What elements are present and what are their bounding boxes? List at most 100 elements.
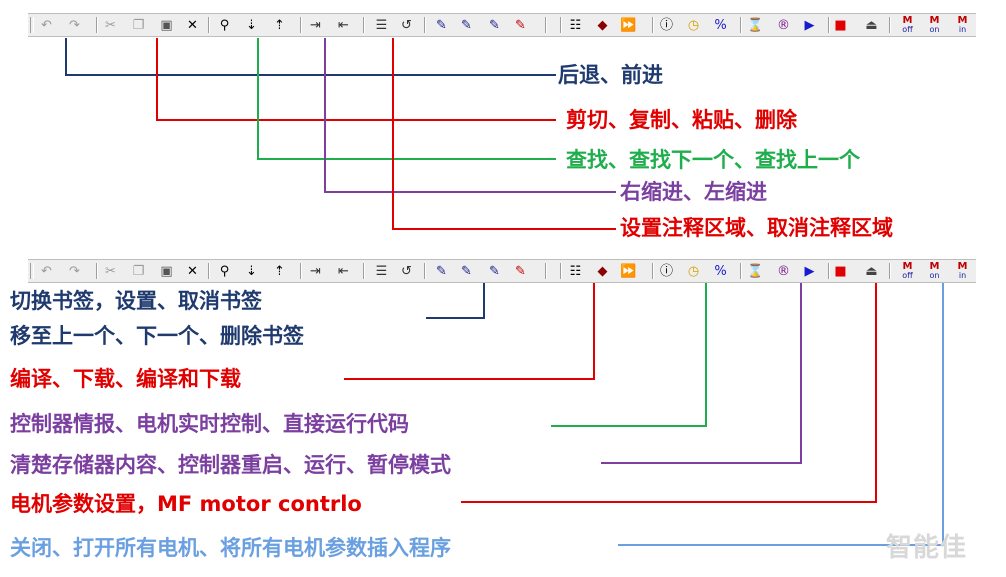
bottom-restart-button[interactable]: ® (774, 261, 793, 281)
label-bookmark-line1: 切换书签，设置、取消书签 (10, 288, 262, 313)
bottom-bookmark-next-button[interactable]: ✎ (485, 261, 504, 281)
top-bookmark-clear-button[interactable]: ✎ (511, 15, 530, 35)
direct-run-icon: % (714, 263, 727, 279)
cut-icon: ✂ (105, 17, 116, 33)
top-download-button[interactable]: ◆ (593, 15, 612, 35)
top-grip-handle[interactable] (30, 17, 34, 33)
bottom-forward-button[interactable]: ↷ (65, 261, 84, 281)
top-motor-params-button[interactable]: ⏏ (862, 15, 881, 35)
bottom-run-button[interactable]: ▶ (800, 261, 819, 281)
line-motor-params (461, 283, 877, 503)
line-edit (156, 38, 556, 121)
bottom-comment-button[interactable]: ☰ (372, 261, 391, 281)
forward-icon: ↷ (69, 17, 80, 33)
top-compile-download-button[interactable]: ⏩ (619, 15, 638, 35)
line-motor-all (618, 283, 944, 546)
top-delete-button[interactable]: ✕ (183, 15, 202, 35)
run-icon: ▶ (804, 17, 815, 33)
bottom-indent-button[interactable]: ⇥ (306, 261, 325, 281)
compile-download-icon: ⏩ (620, 17, 637, 33)
motor-insert-icon-sub: in (958, 25, 967, 34)
bottom-find-next-button[interactable]: ⇣ (242, 261, 261, 281)
line-controller (551, 283, 707, 427)
bottom-grip-handle[interactable] (30, 263, 34, 279)
bottom-paste-button[interactable]: ▣ (157, 261, 176, 281)
outdent-icon: ⇤ (338, 17, 349, 33)
download-icon: ◆ (597, 263, 608, 279)
top-indent-button[interactable]: ⇥ (306, 15, 325, 35)
top-pause-button[interactable]: ■ (831, 15, 850, 35)
bottom-compile-button[interactable]: ☷ (566, 261, 585, 281)
top-copy-button[interactable]: ❐ (129, 15, 148, 35)
top-bookmark-toggle-button[interactable]: ✎ (432, 15, 451, 35)
top-bookmark-prev-button[interactable]: ✎ (457, 15, 476, 35)
bottom-delete-button[interactable]: ✕ (183, 261, 202, 281)
bottom-pause-button[interactable]: ■ (831, 261, 850, 281)
top-controller-info-button[interactable]: ⓘ (657, 15, 676, 35)
bottom-direct-run-button[interactable]: % (711, 261, 730, 281)
label-find: 查找、查找下一个、查找上一个 (566, 147, 860, 172)
bottom-back-button[interactable]: ↶ (37, 261, 56, 281)
label-memory: 清楚存储器内容、控制器重启、运行、暂停模式 (10, 452, 451, 477)
top-motor-realtime-button[interactable]: ◷ (684, 15, 703, 35)
bottom-compile-download-button[interactable]: ⏩ (619, 261, 638, 281)
bottom-find-prev-button[interactable]: ⇡ (270, 261, 289, 281)
bottom-separator (740, 263, 742, 279)
bottom-controller-info-button[interactable]: ⓘ (657, 261, 676, 281)
bottom-bookmark-clear-button[interactable]: ✎ (511, 261, 530, 281)
bottom-separator (363, 263, 365, 279)
line-memory (601, 283, 802, 464)
line-bookmark (426, 283, 485, 319)
bottom-separator (208, 263, 210, 279)
top-find-prev-button[interactable]: ⇡ (270, 15, 289, 35)
top-compile-button[interactable]: ☷ (566, 15, 585, 35)
bottom-motor-realtime-button[interactable]: ◷ (684, 261, 703, 281)
top-separator (545, 17, 547, 33)
top-clear-memory-button[interactable]: ⌛ (746, 15, 765, 35)
top-find-next-button[interactable]: ⇣ (242, 15, 261, 35)
bottom-outdent-button[interactable]: ⇤ (334, 261, 353, 281)
bottom-bookmark-prev-button[interactable]: ✎ (457, 261, 476, 281)
bottom-separator (300, 263, 302, 279)
bottom-clear-memory-button[interactable]: ⌛ (746, 261, 765, 281)
top-find-button[interactable]: ⚲ (215, 15, 234, 35)
watermark-logo: 智能佳 (886, 533, 968, 563)
bottom-copy-button[interactable]: ❐ (129, 261, 148, 281)
bookmark-next-icon: ✎ (489, 17, 500, 33)
bottom-bookmark-toggle-button[interactable]: ✎ (432, 261, 451, 281)
uncomment-icon: ↺ (401, 263, 412, 279)
direct-run-icon: % (714, 17, 727, 33)
top-back-button[interactable]: ↶ (37, 15, 56, 35)
top-direct-run-button[interactable]: % (711, 15, 730, 35)
run-icon: ▶ (804, 263, 815, 279)
top-comment-button[interactable]: ☰ (372, 15, 391, 35)
top-forward-button[interactable]: ↷ (65, 15, 84, 35)
top-restart-button[interactable]: ® (774, 15, 793, 35)
top-outdent-button[interactable]: ⇤ (334, 15, 353, 35)
top-uncomment-button[interactable]: ↺ (397, 15, 416, 35)
top-run-button[interactable]: ▶ (800, 15, 819, 35)
find-next-icon: ⇣ (246, 17, 257, 33)
motor-realtime-icon: ◷ (687, 263, 700, 279)
top-paste-button[interactable]: ▣ (157, 15, 176, 35)
bottom-download-button[interactable]: ◆ (593, 261, 612, 281)
label-motor-all: 关闭、打开所有电机、将所有电机参数插入程序 (10, 535, 451, 560)
bottom-motor-params-button[interactable]: ⏏ (862, 261, 881, 281)
bottom-cut-button[interactable]: ✂ (101, 261, 120, 281)
bottom-find-button[interactable]: ⚲ (215, 261, 234, 281)
top-cut-button[interactable]: ✂ (101, 15, 120, 35)
outdent-icon: ⇤ (338, 263, 349, 279)
top-bookmark-next-button[interactable]: ✎ (485, 15, 504, 35)
bottom-separator (652, 263, 654, 279)
bottom-uncomment-button[interactable]: ↺ (397, 261, 416, 281)
